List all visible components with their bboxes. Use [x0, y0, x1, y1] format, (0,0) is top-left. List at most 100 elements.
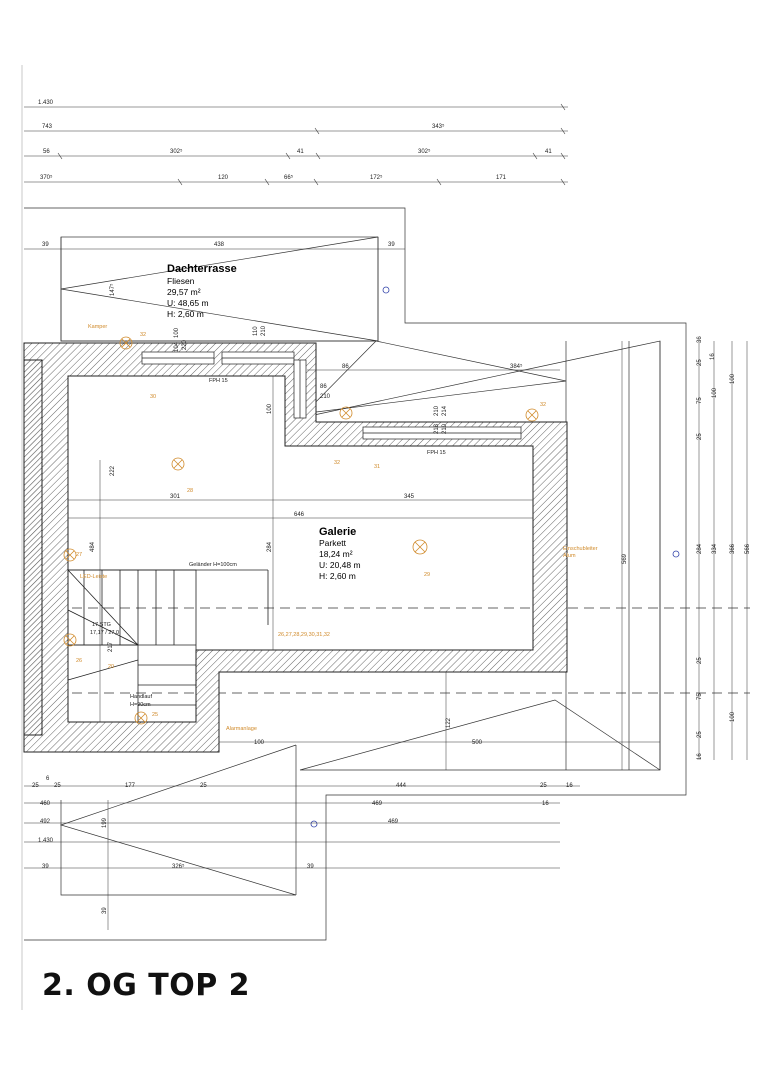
- dim-r-366: 366: [730, 543, 736, 554]
- dim-bot-492: 492: [40, 819, 51, 825]
- window-label-right: FPH 15: [427, 450, 446, 456]
- note-20: 20: [108, 664, 114, 670]
- dim-r-16a: 16: [710, 353, 716, 360]
- note-led: LED-Leiste: [80, 574, 107, 580]
- electrical-annotations: Kamper LED-Leiste Geländer H=100cm 17 ST…: [76, 324, 598, 732]
- dim-gal-646: 646: [294, 512, 305, 518]
- dim-top-56: 56: [43, 149, 50, 155]
- dim-top-1430: 1.430: [38, 100, 54, 106]
- dim-sill-210: 210: [261, 325, 267, 336]
- interior-dimension-lines: [24, 248, 748, 930]
- note-25: 25: [152, 712, 158, 718]
- dim-r-25c: 25: [697, 657, 703, 664]
- dim-win-210b: 210: [442, 423, 448, 434]
- dim-top-302a: 302⁵: [170, 148, 183, 155]
- note-32c: 32: [540, 402, 546, 408]
- dim-bot-326: 326⁵: [172, 863, 185, 870]
- dim-sill-110: 110: [253, 326, 259, 336]
- dim-bot-177: 177: [125, 783, 136, 789]
- note-31: 31: [374, 464, 380, 470]
- gallery-name: Galerie: [319, 526, 356, 538]
- dim-438: 438: [214, 242, 225, 248]
- dim-bot-39v: 39: [102, 907, 108, 914]
- dim-bot-460: 460: [40, 801, 51, 807]
- dim-r-100c: 100: [730, 373, 736, 384]
- dim-gal-284: 284: [267, 541, 273, 552]
- dim-39-right: 39: [388, 242, 395, 248]
- dim-bot-25c: 25: [200, 783, 207, 789]
- note-einschub: Einschubleiter: [563, 546, 598, 552]
- dim-bot-444: 444: [396, 783, 407, 789]
- dim-top-343: 343⁵: [432, 123, 445, 130]
- dim-gal-484: 484: [90, 541, 96, 552]
- dim-bot-16a: 16: [566, 783, 573, 789]
- dim-sill-100: 100: [174, 327, 180, 338]
- dim-top-171: 171: [496, 175, 507, 181]
- dim-gal-210: 210: [320, 394, 331, 400]
- dim-top-743: 743: [42, 124, 53, 130]
- terrace-floor: Fliesen: [167, 276, 195, 286]
- dim-r-566: 566: [745, 543, 751, 554]
- gallery-perimeter: U: 20,48 m: [319, 560, 361, 570]
- dim-gal-345: 345: [404, 494, 415, 500]
- dim-r-25d: 25: [697, 731, 703, 738]
- right-dimension-labels: 36 16 25 75 25 25 75 25 16 100 100 284 3…: [697, 336, 751, 760]
- dim-sill-220: 220: [182, 339, 188, 350]
- note-handlauf: Handlauf: [130, 694, 152, 700]
- note-kamper: Kamper: [88, 324, 107, 330]
- dim-39-left: 39: [42, 242, 49, 248]
- dim-gal-222: 222: [110, 465, 116, 476]
- dim-top-302b: 302⁵: [418, 148, 431, 155]
- dim-gal-122: 122: [446, 717, 452, 728]
- note-32b: 32: [334, 460, 340, 466]
- gallery-area: 18,24 m²: [319, 549, 353, 559]
- note-stair: 17 STG: [92, 622, 111, 628]
- dim-r-284: 284: [697, 543, 703, 554]
- dim-top-66: 66⁵: [284, 174, 294, 181]
- dim-r-25a: 25: [697, 359, 703, 366]
- dim-top-41b: 41: [545, 149, 552, 155]
- note-alarm: Alarmanlage: [226, 726, 257, 732]
- dim-gal-500: 500: [472, 740, 483, 746]
- dim-147: 147⁵: [109, 283, 116, 296]
- note-28: 28: [187, 488, 193, 494]
- dim-bot-25d: 25: [540, 783, 547, 789]
- dim-r-75a: 75: [697, 397, 703, 404]
- top-dimension-chains: 1.430 743 343⁵ 56 302⁵ 41 302⁵ 41 370⁵ 1…: [24, 100, 568, 186]
- dim-sill-104: 104: [174, 341, 180, 352]
- dim-gal-569: 569: [622, 553, 628, 564]
- dim-top-370: 370⁵: [40, 174, 53, 181]
- plan-title: 2. OG TOP 2: [42, 968, 251, 1003]
- light-fixtures: [63, 336, 539, 725]
- dim-win-210a: 210: [434, 405, 440, 416]
- staircase: [67, 569, 269, 723]
- dim-r-334: 334: [712, 543, 718, 554]
- dim-r-25b: 25: [697, 433, 703, 440]
- terrace-name: Dachterrasse: [167, 263, 237, 275]
- note-circuit: 26,27,28,29,30,31,32: [278, 632, 330, 638]
- gallery-floor: Parkett: [319, 538, 347, 548]
- dim-bot-1430: 1.430: [38, 838, 54, 844]
- drain-marker-bottom: [310, 820, 318, 828]
- note-handlauf-h: H=90cm: [130, 702, 151, 708]
- dim-win-218: 218: [434, 423, 440, 434]
- note-29: 29: [424, 572, 430, 578]
- note-stair-ratio: 17,17 / 27,0: [90, 630, 119, 636]
- dim-bot-39b: 39: [307, 864, 314, 870]
- bottom-dimension-labels: 6 25 25 177 25 444 25 16 460 469 16 492 …: [32, 776, 573, 870]
- roof-outlines: [24, 207, 750, 941]
- dim-bot-6: 6: [46, 776, 50, 782]
- note-30: 30: [150, 394, 156, 400]
- dim-r-100b: 100: [730, 711, 736, 722]
- note-26: 26: [76, 658, 82, 664]
- dim-r-75b: 75: [697, 693, 703, 700]
- inner-dimension-labels: 39 438 39 147⁵ 100 220 104 110 210 301 3…: [42, 242, 628, 914]
- note-32a: 32: [140, 332, 146, 338]
- dim-bot-469b: 469: [388, 819, 399, 825]
- dim-gal-86: 86: [342, 364, 349, 370]
- terrace-perimeter: U: 48,65 m: [167, 298, 209, 308]
- dim-r-100a: 100: [712, 387, 718, 398]
- dim-bot-469a: 469: [372, 801, 383, 807]
- dim-stair-217: 217: [108, 641, 114, 652]
